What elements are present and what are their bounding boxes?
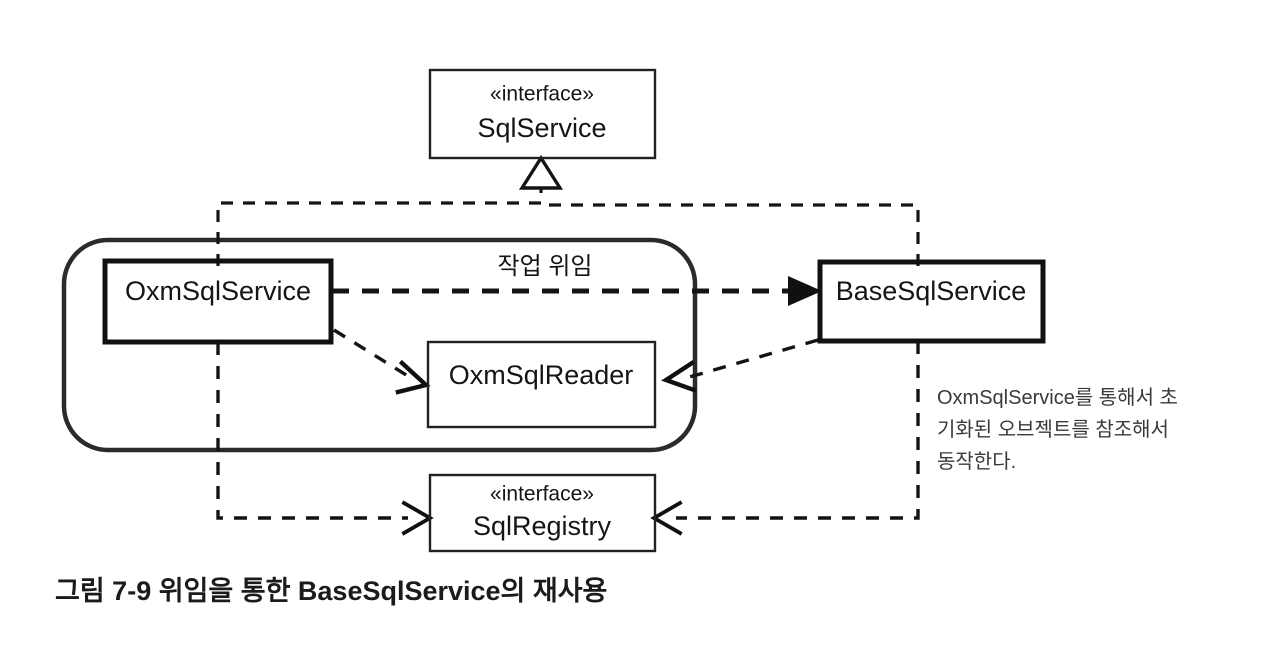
- sqlservice-name: SqlService: [477, 113, 606, 143]
- delegation-arrowhead-icon: [788, 276, 822, 306]
- annotation-line-2: 기화된 오브젝트를 참조해서: [937, 418, 1169, 441]
- realization-triangle-icon: [518, 154, 564, 190]
- dependency-line-basesqlservice-to-oxmsqlreader: [685, 338, 819, 380]
- annotation-line-1: OxmSqlService를 통해서 초: [937, 386, 1178, 409]
- oxmsqlreader-name: OxmSqlReader: [449, 360, 634, 390]
- delegation-label: 작업 위임: [498, 253, 593, 280]
- class-box-sqlregistry: [428, 473, 657, 553]
- sqlservice-stereotype: «interface»: [490, 83, 594, 106]
- oxm-service-group-container: [61, 237, 698, 453]
- oxmsqlservice-name: OxmSqlService: [125, 276, 311, 306]
- dependency-line-oxmsqlservice-to-oxmsqlreader: [333, 328, 412, 380]
- class-box-sqlservice: [428, 68, 657, 160]
- dependency-arrowhead-oxmsqlreader-left-icon: [395, 359, 431, 395]
- annotation-line-3: 동작한다.: [937, 450, 1016, 473]
- figure-caption: 그림 7-9 위임을 통한 BaseSqlService의 재사용: [55, 576, 607, 606]
- dependency-line-basesqlservice-to-sqlregistry: [676, 341, 920, 520]
- dependency-line-oxmsqlservice-to-sqlregistry: [216, 342, 408, 520]
- sqlregistry-stereotype: «interface»: [490, 483, 594, 506]
- realization-line-basesqlservice-to-sqlservice: [545, 203, 920, 266]
- class-box-basesqlservice: [817, 259, 1046, 344]
- realization-line-oxmsqlservice-to-sqlservice: [216, 184, 543, 266]
- sqlregistry-name: SqlRegistry: [473, 511, 612, 541]
- class-box-oxmsqlreader: [426, 340, 657, 429]
- basesqlservice-name: BaseSqlService: [836, 276, 1027, 306]
- dependency-arrowhead-oxmsqlreader-right-icon: [661, 359, 697, 393]
